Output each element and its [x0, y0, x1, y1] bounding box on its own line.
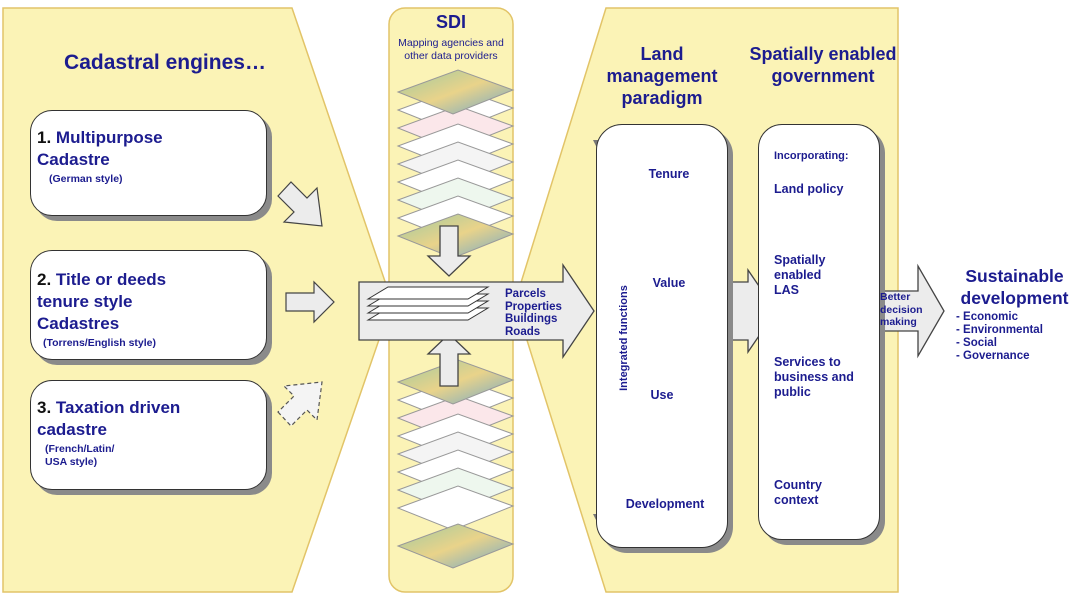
- land-management-box: [596, 124, 728, 548]
- function-tenure: Tenure: [648, 167, 690, 181]
- engine-title: Taxation driven cadastre: [37, 398, 181, 439]
- up-arrow-icon: [426, 333, 472, 387]
- layer-sheets-icon: [366, 286, 490, 321]
- engine-card-multipurpose: 1. Multipurpose Cadastre (German style): [30, 110, 267, 216]
- layer-label: Properties: [505, 300, 562, 313]
- better-decision-making-label: Better decision making: [880, 291, 923, 328]
- outcome-item: - Social: [956, 337, 997, 349]
- map-layer-stack-top: [396, 69, 515, 259]
- engine1-arrow-icon: [277, 181, 323, 227]
- government-country-context: Country context: [774, 478, 822, 507]
- sustainable-development-title: Sustainable development: [960, 266, 1069, 308]
- layer-label: Parcels: [505, 288, 546, 300]
- function-value: Value: [652, 276, 686, 290]
- engine-number: 1.: [37, 128, 52, 147]
- cadastral-engines-title: Cadastral engines…: [64, 51, 266, 74]
- sdi-title: SDI: [435, 12, 466, 32]
- land-management-title: Land management paradigm: [606, 44, 718, 108]
- integrated-functions-label: Integrated functions: [618, 285, 630, 391]
- engine-title: Multipurpose Cadastre: [37, 128, 163, 169]
- map-layer-stack-bottom: [396, 359, 515, 569]
- outcome-list: - Economic - Environmental - Social - Go…: [956, 311, 1086, 363]
- engine-number: 3.: [37, 398, 52, 417]
- government-box: [758, 124, 880, 540]
- engine-title: Title or deeds tenure style Cadastres: [37, 270, 167, 333]
- engine-subtitle: (German style): [49, 173, 123, 185]
- government-to-development-arrow: [877, 263, 945, 359]
- sdi-subtitle: Mapping agencies and other data provider…: [398, 37, 504, 62]
- engine3-arrow-icon: [277, 381, 323, 427]
- engine-subtitle: (French/Latin/ USA style): [45, 443, 115, 468]
- engine-card-taxation: 3. Taxation driven cadastre (French/Lati…: [30, 380, 267, 490]
- government-title: Spatially enabled government: [749, 44, 897, 86]
- engine-number: 2.: [37, 270, 52, 289]
- government-land-policy: Land policy: [774, 182, 844, 196]
- government-spatially-enabled-las: Spatially enabled LAS: [774, 253, 826, 297]
- down-arrow-icon: [426, 225, 472, 277]
- engine-subtitle: (Torrens/English style): [43, 337, 156, 349]
- function-development: Development: [625, 497, 705, 511]
- outcome-item: - Governance: [956, 350, 1030, 362]
- engine-card-title-deeds: 2. Title or deeds tenure style Cadastres…: [30, 250, 267, 360]
- function-use: Use: [650, 388, 674, 402]
- layer-label: Roads: [505, 325, 541, 338]
- layer-label: Buildings: [505, 313, 558, 325]
- outcome-item: - Economic: [956, 311, 1018, 323]
- government-services: Services to business and public: [774, 355, 854, 399]
- engine2-arrow-icon: [285, 280, 335, 324]
- sdi-layer-list: Parcels Properties Buildings Roads: [505, 288, 585, 338]
- government-incorporating: Incorporating:: [774, 150, 849, 162]
- outcome-item: - Environmental: [956, 324, 1043, 336]
